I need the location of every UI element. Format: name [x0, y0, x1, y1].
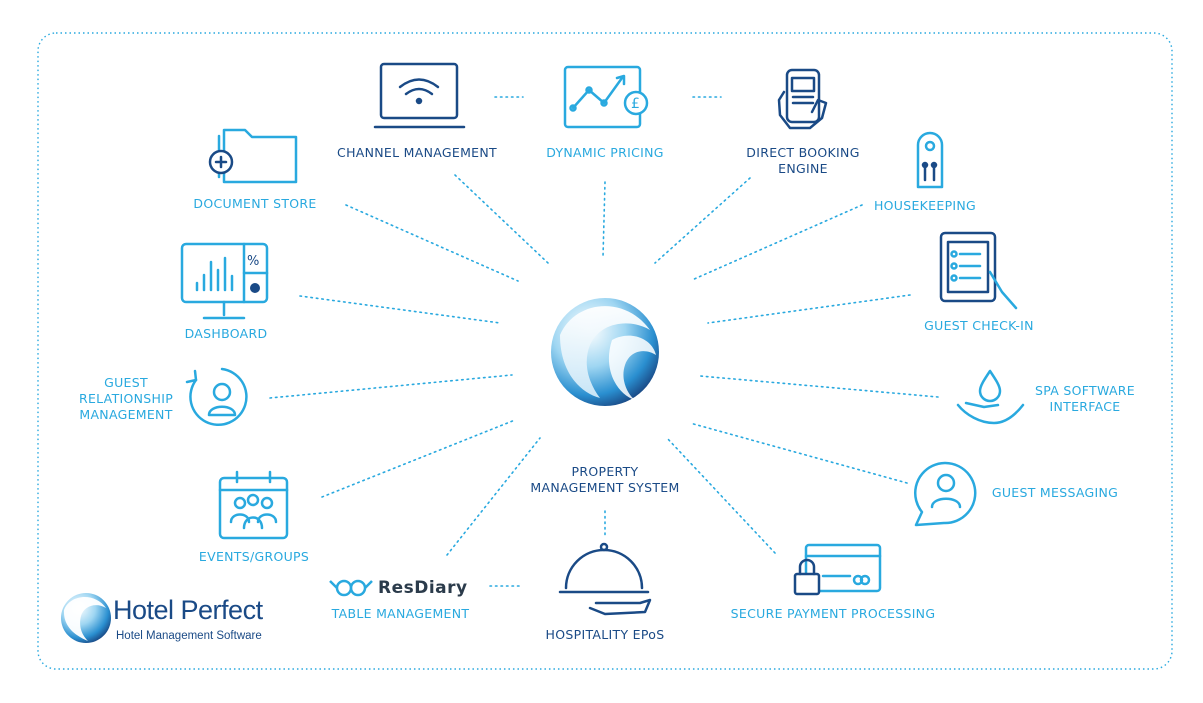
- connector-checkin: [707, 294, 911, 324]
- connector-pricing: [602, 181, 606, 258]
- door-hanger-icon: [916, 131, 944, 189]
- connector-housekeeping: [691, 204, 863, 281]
- label-payment: SECURE PAYMENT PROCESSING: [730, 606, 936, 621]
- phone-in-hand-icon: [777, 68, 828, 130]
- label-dashboard: DASHBOARD: [184, 326, 268, 341]
- connector-crm: [269, 374, 513, 399]
- cloche-icon: [558, 542, 652, 616]
- label-spa: SPA SOFTWARE INTERFACE: [1035, 383, 1135, 414]
- resdiary-wordmark: ResDiary: [378, 578, 468, 598]
- water-drop-hand-icon: [956, 369, 1025, 425]
- card-lock-icon: [793, 543, 882, 596]
- label-housekeeping: HOUSEKEEPING: [873, 198, 977, 213]
- folder-plus-icon: [208, 128, 298, 184]
- label-checkin: GUEST CHECK-IN: [924, 318, 1034, 333]
- wifi-laptop-icon: [373, 62, 466, 129]
- monitor-chart-icon: %: [180, 242, 269, 320]
- pound-chart-icon: £: [563, 65, 649, 129]
- center-label: PROPERTY MANAGEMENT SYSTEM: [530, 464, 680, 495]
- label-channel: CHANNEL MANAGEMENT: [337, 145, 497, 160]
- tablet-checklist-icon: [939, 231, 1018, 310]
- connector-channel: [454, 174, 549, 264]
- resdiary-icon: [329, 579, 373, 597]
- label-events: EVENTS/GROUPS: [198, 549, 310, 564]
- connector-booking: [654, 177, 751, 264]
- connector-payment: [666, 437, 776, 554]
- connector-documents: [345, 204, 519, 282]
- calendar-group-icon: [218, 470, 289, 540]
- brand-tagline: Hotel Management Software: [116, 630, 262, 642]
- label-booking: DIRECT BOOKING ENGINE: [746, 145, 860, 176]
- connector-spa: [699, 375, 939, 398]
- label-documents: DOCUMENT STORE: [193, 196, 317, 211]
- label-epos: HOSPITALITY EPoS: [545, 627, 665, 642]
- label-messaging: GUEST MESSAGING: [991, 485, 1119, 500]
- chat-person-icon: [914, 461, 977, 527]
- connector-messaging: [689, 422, 908, 484]
- brand-name: Hotel Perfect: [113, 595, 263, 625]
- connector-events: [321, 419, 516, 498]
- label-pricing: DYNAMIC PRICING: [546, 145, 664, 160]
- label-crm: GUEST RELATIONSHIP MANAGEMENT: [78, 375, 174, 422]
- svg-text:%: %: [247, 254, 259, 269]
- hotel-perfect-orb-logo: [551, 298, 659, 406]
- hotel-perfect-logo-mark: [61, 593, 111, 643]
- outer-dotted-border: [37, 32, 1173, 670]
- svg-text:£: £: [631, 96, 640, 112]
- connector-dashboard: [299, 295, 501, 324]
- person-cycle-icon: [185, 367, 248, 426]
- label-table: TABLE MANAGEMENT: [331, 606, 470, 621]
- connectors: [269, 96, 939, 587]
- connector-table: [446, 437, 541, 556]
